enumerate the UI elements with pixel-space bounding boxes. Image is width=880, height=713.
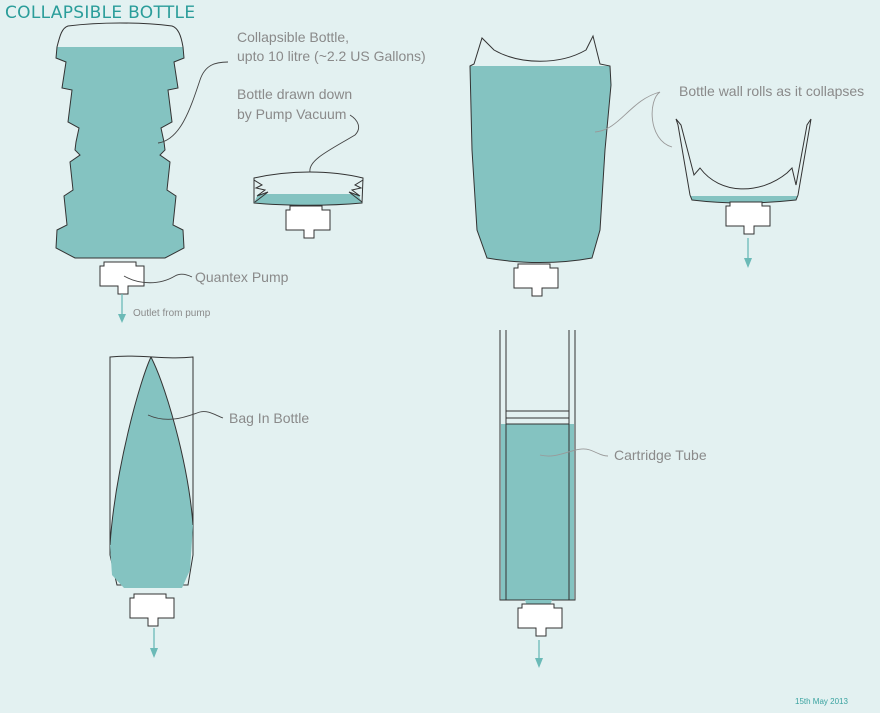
outlet-arrow-icon (118, 314, 126, 323)
label-bag-in-bottle: Bag In Bottle (229, 410, 309, 426)
label-quantex-pump: Quantex Pump (195, 269, 289, 285)
cartridge-tube (499, 330, 576, 668)
label-drawn-down: Bottle drawn down (237, 86, 352, 102)
date-stamp: 15th May 2013 (795, 697, 848, 706)
pump-icon (99, 261, 145, 295)
pump-icon (517, 603, 563, 637)
label-wall-rolls: Bottle wall rolls as it collapses (679, 83, 864, 99)
pump-icon (129, 593, 175, 627)
outlet-arrow-icon (535, 658, 543, 668)
pump-icon (285, 205, 331, 239)
label-outlet: Outlet from pump (133, 308, 211, 319)
rolling-wall-bottle-collapsed (675, 118, 812, 268)
pump-icon (513, 263, 559, 297)
label-pump-vacuum: by Pump Vacuum (237, 106, 346, 122)
outlet-arrow-icon (150, 648, 158, 658)
outlet-arrow-icon (744, 258, 752, 268)
label-cartridge-tube: Cartridge Tube (614, 447, 707, 463)
label-collapsible-bottle: Collapsible Bottle, (237, 29, 349, 45)
label-capacity: upto 10 litre (~2.2 US Gallons) (237, 48, 426, 64)
bag-in-bottle (109, 355, 194, 658)
collapsible-bottle-full (55, 22, 185, 323)
collapsible-bottle-drawn-down (253, 171, 364, 239)
rolling-wall-bottle-full (469, 34, 612, 297)
page-title: COLLAPSIBLE BOTTLE (5, 3, 195, 23)
pump-icon (725, 201, 771, 235)
